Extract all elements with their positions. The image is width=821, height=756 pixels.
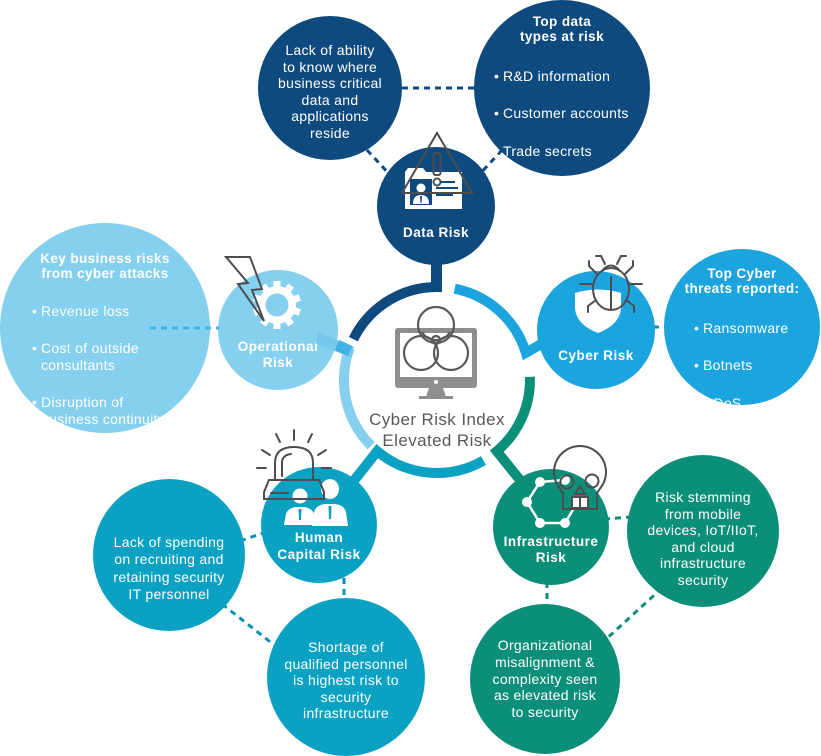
list-item: Loss of IP xyxy=(32,449,165,466)
cyber-risk-index-hub: Cyber Risk Index Elevated Risk xyxy=(337,409,537,451)
list-item: Botnets xyxy=(694,357,788,374)
dash-link-spending-shortage xyxy=(221,602,279,650)
ring-segment-data-risk xyxy=(348,282,443,342)
hub-title: Cyber Risk Index xyxy=(369,410,505,429)
ring-segment-cyber-risk xyxy=(453,283,551,361)
list-item: Disruption of business continuity xyxy=(32,394,165,427)
list-item: Clickjacking xyxy=(694,432,788,449)
list-item: Cost of outside consultants xyxy=(32,340,165,373)
dash-link-stemming-org xyxy=(601,586,664,644)
list-item: DDoS xyxy=(694,395,788,412)
ring-segment-operational-risk xyxy=(339,346,375,450)
data-risk-note-circle: Lack of ability to know where business c… xyxy=(258,16,402,160)
list-item: Revenue loss xyxy=(32,303,165,320)
list-item: Customer accounts xyxy=(494,105,629,122)
connector-data-risk xyxy=(431,258,442,292)
list-item: Confidential company data xyxy=(494,180,629,213)
list-item: R&D information xyxy=(494,68,629,85)
data-risk-list-title: Top data types at risk xyxy=(520,14,604,44)
cyber-risk-label: Cyber Risk xyxy=(558,348,634,363)
human-capital-note-shortage: Shortage of qualified personnel is highe… xyxy=(284,639,408,721)
human-capital-risk-label: Human Capital Risk xyxy=(277,530,361,562)
list-item: Trade secrets xyxy=(494,143,629,160)
human-capital-note-circle-shortage: Shortage of qualified personnel is highe… xyxy=(267,598,425,756)
infrastructure-note-circle-stemming: Risk stemming from mobile devices, IoT/I… xyxy=(627,455,779,607)
cyber-risk-list-title: Top Cyber threats reported: xyxy=(684,266,800,296)
data-risk-node: Data Risk xyxy=(377,147,495,265)
data-risk-list-circle: Top data types at risk R&D information C… xyxy=(474,0,650,213)
infrastructure-note-circle-organizational: Organizational misalignment & complexity… xyxy=(470,604,620,754)
operational-risk-label: Operational Risk xyxy=(237,339,319,370)
cyber-risk-list: Ransomware Botnets DDoS Clickjacking xyxy=(694,303,788,470)
operational-risk-node: Operational Risk xyxy=(218,270,338,390)
list-item: Ransomware xyxy=(694,320,788,337)
operational-risk-list-circle: Key business risks from cyber attacks Re… xyxy=(0,223,210,465)
ring-segment-human-capital-risk xyxy=(345,444,486,491)
cyber-risk-list-circle: Top Cyber threats reported: Ransomware B… xyxy=(664,249,820,449)
human-capital-risk-node: Human Capital Risk xyxy=(261,467,377,583)
data-risk-note-text: Lack of ability to know where business c… xyxy=(278,42,382,141)
infrastructure-risk-node: Infrastructure Risk xyxy=(493,469,609,585)
hub-status: Elevated Risk xyxy=(382,431,492,450)
central-ring xyxy=(339,258,551,491)
operational-risk-list: Revenue loss Cost of outside consultants… xyxy=(32,286,165,486)
dash-link-human-spending xyxy=(239,531,264,543)
infrastructure-note-stemming: Risk stemming from mobile devices, IoT/I… xyxy=(647,489,759,588)
infrastructure-note-organizational: Organizational misalignment & complexity… xyxy=(492,637,598,720)
data-risk-label: Data Risk xyxy=(402,225,470,240)
operational-risk-list-title: Key business risks from cyber attacks xyxy=(40,251,170,281)
ring-segment-infrastructure-risk xyxy=(489,376,535,489)
data-risk-list: R&D information Customer accounts Trade … xyxy=(494,51,629,235)
infrastructure-risk-label: Infrastructure Risk xyxy=(503,534,599,565)
human-capital-note-circle-spending: Lack of spending on recruiting and retai… xyxy=(93,479,245,631)
human-capital-note-spending: Lack of spending on recruiting and retai… xyxy=(113,534,225,602)
cyber-risk-node: Cyber Risk xyxy=(537,271,655,389)
